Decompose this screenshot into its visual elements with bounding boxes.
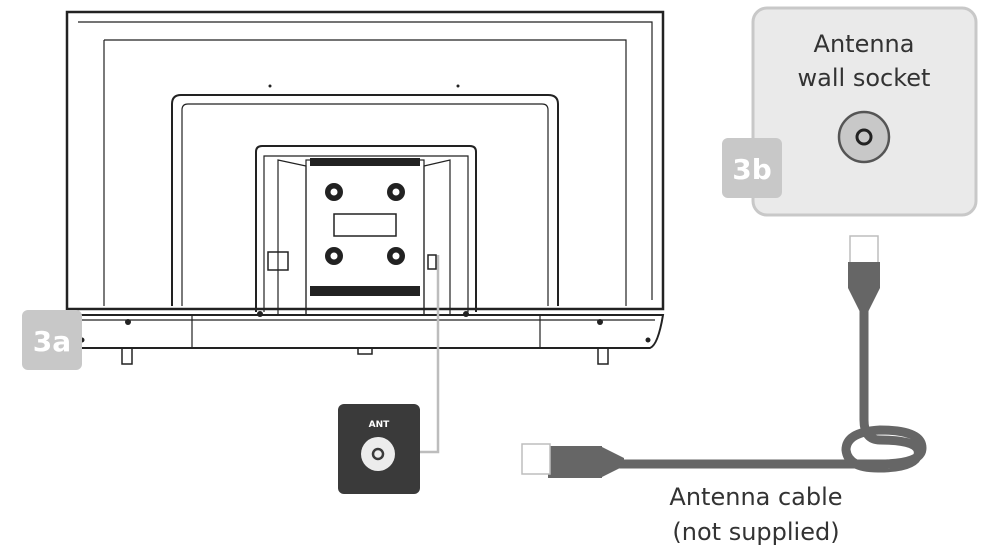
step-badge-3b [722,138,782,198]
badge-3a-label: 3a [33,325,71,358]
port-label: ANT [369,420,390,430]
wall-socket-label-line1: Antenna [814,30,915,58]
step-badge-3a [22,310,82,370]
antenna-cable [521,235,927,478]
antenna-port-icon [338,404,420,494]
cable-label-line2: (not supplied) [672,518,839,546]
badge-3b-label: 3b [732,153,772,186]
coax-plug-icon [521,443,551,475]
coax-socket-icon [837,110,891,164]
wall-socket-label-line2: wall socket [798,64,931,92]
tv-back [65,10,665,365]
cable-label-line1: Antenna cable [669,483,842,511]
tv-antenna-port [427,254,437,270]
